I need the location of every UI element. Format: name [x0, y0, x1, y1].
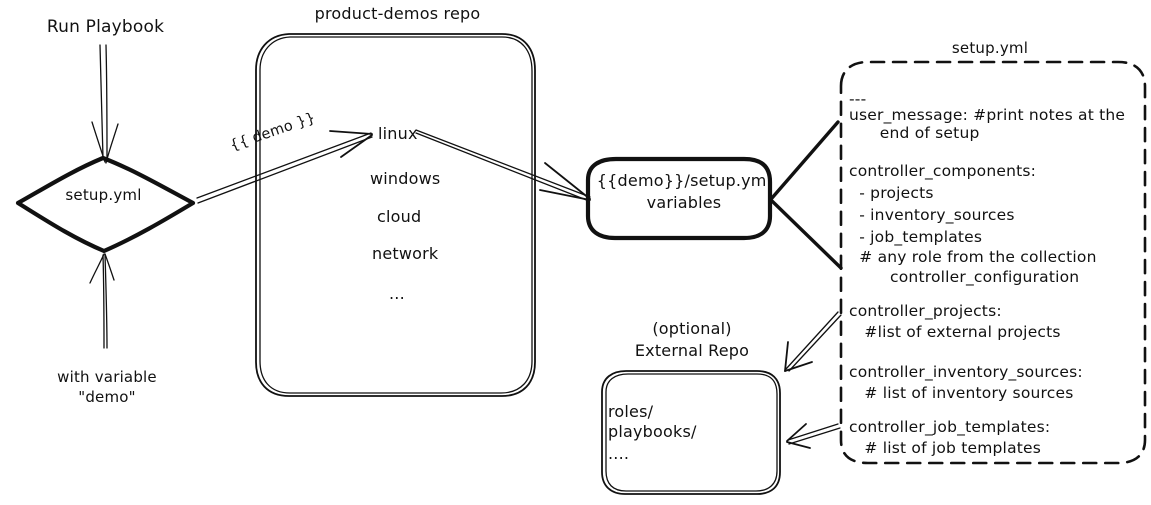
product-demos-repo-title: product-demos repo: [314, 4, 481, 23]
yaml-line-inventory-sources: - inventory_sources: [849, 206, 1015, 224]
arrow-with-variable: [89, 253, 115, 349]
repo-item-windows[interactable]: windows: [370, 169, 441, 188]
arrow-projects-to-external-repo: [784, 311, 842, 372]
yaml-line-projects: - projects: [849, 184, 934, 202]
repo-item-cloud[interactable]: cloud: [377, 207, 422, 226]
external-repo-title-line1: (optional): [652, 319, 732, 338]
repo-item-linux[interactable]: linux: [378, 124, 418, 143]
yaml-line-doc-start: ---: [849, 90, 867, 108]
with-variable-label-line2: "demo": [78, 388, 136, 406]
yaml-line-any-role-comment: # any role from the collection: [849, 248, 1097, 266]
yaml-line-controller-components: controller_components:: [849, 162, 1037, 180]
node-setup-yml-diamond[interactable]: [15, 155, 196, 254]
with-variable-label-line1: with variable: [57, 368, 157, 386]
external-repo-item-playbooks[interactable]: playbooks/: [608, 422, 697, 441]
yaml-line-controller-projects-comment: #list of external projects: [849, 323, 1061, 341]
variables-box-line2: variables: [646, 193, 722, 212]
arrow-run-playbook: [91, 44, 119, 164]
yaml-line-controller-configuration: controller_configuration: [849, 268, 1080, 286]
arrow-linux-to-variables: [415, 129, 591, 202]
arrow-setupyml-to-variables: [770, 120, 843, 270]
repo-item-network[interactable]: network: [372, 244, 439, 263]
arrow-demo-to-linux: [196, 130, 373, 204]
node-setup-yml-file[interactable]: [839, 60, 1147, 465]
yaml-line-controller-projects: controller_projects:: [849, 302, 1002, 320]
yaml-line-job-templates: - job_templates: [849, 228, 983, 246]
arrow-job-templates-to-external-repo: [786, 423, 841, 449]
external-repo-title-line2: External Repo: [634, 341, 750, 360]
run-playbook-label: Run Playbook: [46, 17, 165, 37]
yaml-line-user-message-cont: end of setup: [849, 124, 980, 142]
yaml-line-controller-inventory-sources: controller_inventory_sources:: [849, 363, 1083, 381]
external-repo-item-ellipsis: ....: [608, 444, 630, 463]
repo-item-ellipsis: ...: [389, 284, 405, 303]
yaml-line-controller-inventory-sources-comment: # list of inventory sources: [849, 384, 1074, 402]
external-repo-item-roles[interactable]: roles/: [608, 402, 654, 421]
variables-box-line1: {{demo}}/setup.yml: [596, 171, 772, 190]
setup-yml-node-label: setup.yml: [65, 186, 142, 204]
node-product-demos-repo[interactable]: [255, 33, 536, 397]
yaml-line-controller-job-templates-comment: # list of job templates: [849, 439, 1042, 457]
yaml-line-controller-job-templates: controller_job_templates:: [849, 418, 1051, 436]
node-demo-setup-variables[interactable]: [585, 156, 773, 241]
node-external-repo[interactable]: [601, 370, 781, 495]
setup-yml-file-title: setup.yml: [951, 39, 1029, 57]
yaml-line-user-message: user_message: #print notes at the: [849, 106, 1126, 124]
